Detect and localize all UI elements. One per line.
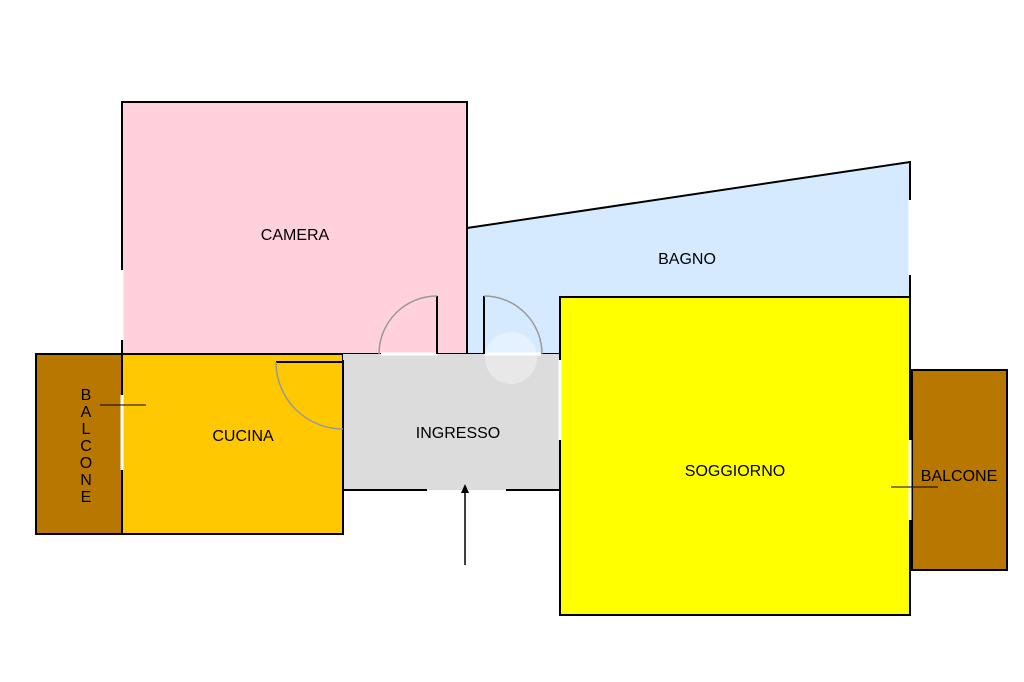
label-balcone-left: B A L C O N E <box>80 387 92 506</box>
balcone-letter: E <box>81 489 92 506</box>
label-soggiorno: SOGGIORNO <box>685 463 785 480</box>
balcone-letter: B <box>81 387 92 404</box>
label-balcone-right: BALCONE <box>921 468 997 485</box>
label-ingresso: INGRESSO <box>416 425 500 442</box>
label-camera: CAMERA <box>261 227 330 244</box>
room-cucina <box>121 353 344 535</box>
room-camera <box>121 101 468 355</box>
balcone-letter: A <box>81 404 92 421</box>
balcone-letter: O <box>80 455 92 472</box>
balcone-letter: L <box>82 421 91 438</box>
label-cucina: CUCINA <box>212 428 274 445</box>
room-balcone-right <box>911 369 1008 571</box>
balcone-letter: C <box>80 438 92 455</box>
door-swings <box>275 295 543 430</box>
label-bagno: BAGNO <box>658 251 716 268</box>
watermark-logo <box>485 332 537 384</box>
balcone-letter: N <box>80 472 92 489</box>
entrance-arrow-icon <box>461 484 469 565</box>
ingresso-walls <box>342 360 560 491</box>
room-balcone-left <box>35 353 123 535</box>
door-gaps <box>120 200 912 520</box>
room-ingresso <box>343 354 560 490</box>
room-soggiorno <box>559 296 911 616</box>
